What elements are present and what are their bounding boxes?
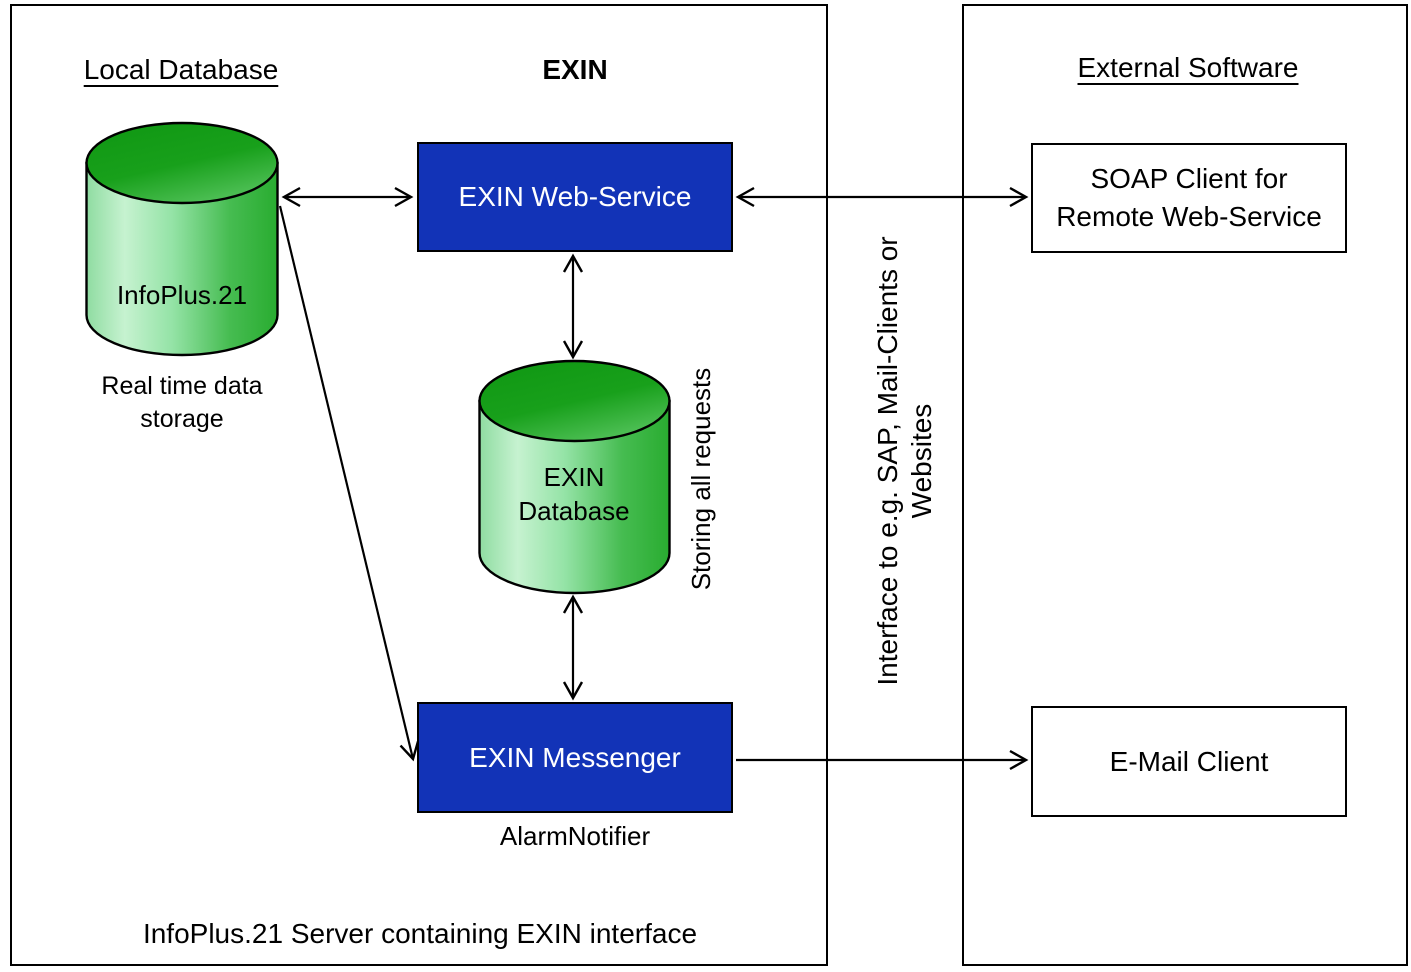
infoplus-server-footer-caption: InfoPlus.21 Server containing EXIN inter… xyxy=(142,918,698,949)
infoplus-server-container xyxy=(10,4,828,966)
infoplus21-cylinder-label: InfoPlus.21 xyxy=(116,280,248,310)
infoplus-caption-line1: Real time data xyxy=(101,372,263,400)
exin-heading: EXIN xyxy=(542,54,608,85)
exin-messenger-box: EXIN Messenger xyxy=(417,702,733,813)
interface-label-line1: Interface to e.g. SAP, Mail-Clients or xyxy=(872,236,903,686)
soap-client-label-line1: SOAP Client for xyxy=(1090,163,1288,194)
exin-web-service-box: EXIN Web-Service xyxy=(417,142,733,252)
soap-client-box: SOAP Client for Remote Web-Service xyxy=(1031,143,1347,253)
exin-database-label-line2: Database xyxy=(518,496,630,526)
exin-database-label-line1: EXIN xyxy=(543,462,605,492)
infoplus-caption-line2: storage xyxy=(140,405,224,433)
local-database-heading: Local Database xyxy=(83,54,279,85)
exin-messenger-label: EXIN Messenger xyxy=(469,741,681,773)
exin-web-service-label: EXIN Web-Service xyxy=(458,181,692,212)
infoplus-storage-caption: Real time data storage xyxy=(71,370,293,436)
alarm-notifier-caption: AlarmNotifier xyxy=(499,821,651,851)
soap-client-label-line2: Remote Web-Service xyxy=(1056,201,1322,232)
external-software-heading: External Software xyxy=(1077,52,1299,83)
external-software-container xyxy=(962,4,1408,966)
interface-label-line2: Websites xyxy=(906,403,937,519)
email-client-box: E-Mail Client xyxy=(1031,706,1347,817)
exin-database-cylinder-label: EXIN Database xyxy=(494,460,654,528)
interface-rotated-label: Interface to e.g. SAP, Mail-Clients or W… xyxy=(871,201,939,721)
storing-all-requests-label: Storing all requests xyxy=(686,367,716,591)
email-client-label: E-Mail Client xyxy=(1109,745,1269,777)
